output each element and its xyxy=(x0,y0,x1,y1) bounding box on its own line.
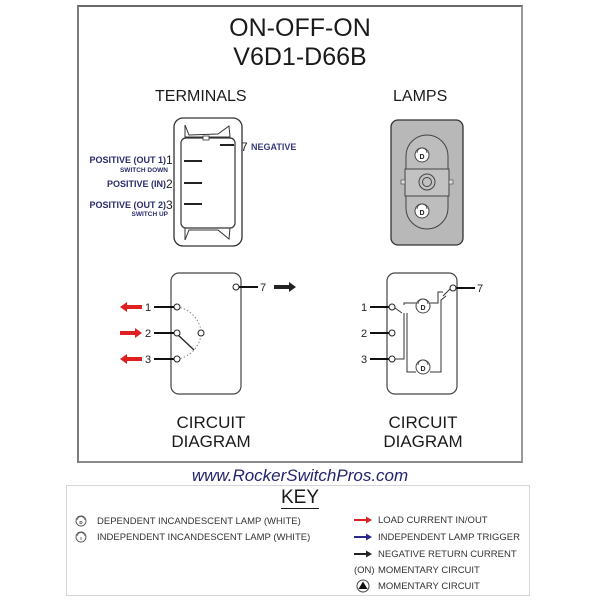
lamps-heading: LAMPS xyxy=(393,88,448,105)
key-title: KEY xyxy=(0,487,600,509)
negative-label: NEGATIVE xyxy=(251,142,297,152)
red-arrow-out-1 xyxy=(120,302,142,312)
red-arrow-out-3 xyxy=(120,354,142,364)
key-item-load-current: LOAD CURRENT IN/OUT xyxy=(378,515,488,526)
left-circuit-box xyxy=(170,272,242,395)
key-item-lamp-trigger: INDEPENDENT LAMP TRIGGER xyxy=(378,532,521,543)
left-caption-line2: DIAGRAM xyxy=(171,432,251,451)
terminal-3-number: 3 xyxy=(166,198,173,212)
terminal-2-label: POSITIVE (IN) xyxy=(106,179,166,189)
terminal-1-label: POSITIVE (OUT 1) xyxy=(89,155,166,165)
left-caption-line1: CIRCUIT xyxy=(176,413,246,432)
website-link[interactable]: www.RockerSwitchPros.com xyxy=(191,466,409,485)
right-pin-1: 1 xyxy=(361,302,367,314)
left-pin-2: 2 xyxy=(145,328,151,340)
lamp-bottom-icon: D xyxy=(414,203,430,219)
svg-text:D: D xyxy=(419,154,424,161)
red-arrow-in-2 xyxy=(120,328,142,338)
terminal-1-number: 1 xyxy=(166,153,173,167)
switch-type-title: ON-OFF-ON xyxy=(229,14,371,42)
key-item-on-prefix: (ON) xyxy=(354,565,375,576)
svg-text:D: D xyxy=(419,210,424,217)
black-arrow-icon xyxy=(354,550,372,558)
key-item-negative-return: NEGATIVE RETURN CURRENT xyxy=(378,549,517,560)
terminal-2-number: 2 xyxy=(166,177,173,191)
key-title-text: KEY xyxy=(280,487,320,509)
right-caption-line2: DIAGRAM xyxy=(383,432,463,451)
svg-text:D: D xyxy=(79,520,83,525)
right-circuit-lamp-top: D xyxy=(415,298,431,314)
terminal-1-sublabel: SWITCH DOWN xyxy=(119,167,168,174)
key-box xyxy=(66,485,530,596)
terminal-switch-outline xyxy=(173,117,243,247)
right-pin-2: 2 xyxy=(361,328,367,340)
right-circuit-caption: CIRCUIT DIAGRAM xyxy=(363,413,483,451)
terminals-heading: TERMINALS xyxy=(155,88,247,105)
dependent-lamp-icon: D xyxy=(75,515,87,527)
lamp-body xyxy=(390,119,464,246)
left-pin-1: 1 xyxy=(145,302,151,314)
left-pin-7: 7 xyxy=(260,282,266,294)
right-pin-3: 3 xyxy=(361,354,367,366)
terminal-7-number: 7 xyxy=(241,140,248,154)
terminal-3-sublabel: SWITCH UP xyxy=(131,211,168,218)
independent-lamp-icon xyxy=(75,531,87,543)
black-arrow-out-7 xyxy=(274,282,296,292)
right-circuit-box xyxy=(386,272,458,395)
svg-text:D: D xyxy=(420,366,425,373)
svg-text:D: D xyxy=(420,305,425,312)
momentary-triangle-icon xyxy=(356,579,370,593)
blue-arrow-icon xyxy=(354,533,372,541)
left-pin-3: 3 xyxy=(145,354,151,366)
red-arrow-icon xyxy=(354,516,372,524)
right-pin-7: 7 xyxy=(477,283,483,295)
part-number-title: V6D1-D66B xyxy=(233,43,367,71)
right-circuit-wiring xyxy=(370,284,475,373)
left-circuit-caption: CIRCUIT DIAGRAM xyxy=(151,413,271,451)
key-item-dependent-lamp: DEPENDENT INCANDESCENT LAMP (WHITE) xyxy=(97,516,301,527)
key-item-independent-lamp: INDEPENDENT INCANDESCENT LAMP (WHITE) xyxy=(97,532,311,543)
lamp-top-icon: D xyxy=(414,147,430,163)
key-item-momentary-triangle: MOMENTARY CIRCUIT xyxy=(378,581,480,592)
right-caption-line1: CIRCUIT xyxy=(388,413,458,432)
diagram-frame xyxy=(77,5,523,463)
key-item-momentary-on: MOMENTARY CIRCUIT xyxy=(378,565,480,576)
right-circuit-lamp-bottom: D xyxy=(415,359,431,375)
left-circuit-wiring xyxy=(154,283,258,363)
terminal-3-label: POSITIVE (OUT 2) xyxy=(89,200,166,210)
